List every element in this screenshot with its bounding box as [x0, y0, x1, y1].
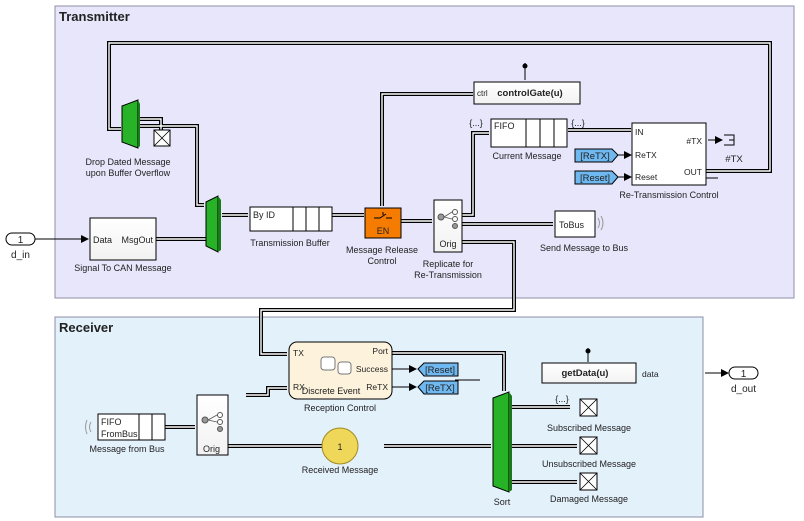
to-bus-caption: Send Message to Bus [540, 243, 629, 253]
svg-text:OUT: OUT [684, 167, 702, 177]
svg-text:data: data [642, 369, 659, 379]
signal-to-can-caption: Signal To CAN Message [74, 263, 171, 273]
svg-text:RX: RX [293, 382, 305, 392]
re-transmission-control-block[interactable]: IN ReTX Reset #TX OUT Re-Transmission Co… [619, 122, 719, 200]
svg-text:[Reset]: [Reset] [580, 173, 610, 184]
message-from-bus-caption: Message from Bus [89, 444, 165, 454]
svg-text:By ID: By ID [253, 210, 276, 220]
current-message-queue-block[interactable]: {...} FIFO {...} Current Message [469, 118, 585, 161]
svg-text:Success: Success [356, 364, 388, 374]
svg-text:[ReTX]: [ReTX] [580, 151, 610, 162]
reception-control-caption: Reception Control [304, 403, 376, 413]
transmission-buffer-block[interactable]: By ID Transmission Buffer [249, 206, 333, 248]
svg-text:Drop Dated Message: Drop Dated Message [85, 157, 170, 167]
damaged-message-terminator[interactable]: Damaged Message [550, 472, 628, 504]
received-message-caption: Received Message [302, 465, 379, 475]
get-data-function-block[interactable]: getData(u) data [541, 348, 659, 384]
svg-text:ToBus: ToBus [559, 220, 585, 230]
message-from-bus-block[interactable]: FIFO FromBus Message from Bus [85, 413, 166, 454]
reset-from-tag[interactable]: [Reset] [574, 170, 632, 185]
retx-from-tag[interactable]: [ReTX] [574, 148, 632, 163]
path-combiner-block[interactable] [205, 195, 221, 253]
svg-text:#TX: #TX [725, 154, 743, 165]
re-transmission-control-caption: Re-Transmission Control [619, 190, 718, 200]
current-message-caption: Current Message [492, 151, 561, 161]
svg-text:1: 1 [18, 235, 24, 246]
d-out-outport[interactable]: 1 d_out [728, 366, 759, 395]
current-message-out-tag: {...} [571, 118, 585, 128]
svg-text:upon Buffer Overflow: upon Buffer Overflow [86, 168, 171, 178]
svg-text:FIFO: FIFO [494, 121, 515, 131]
svg-text:controlGate(u): controlGate(u) [497, 88, 562, 99]
damaged-message-caption: Damaged Message [550, 494, 628, 504]
control-gate-function-block[interactable]: ctrl controlGate(u) [473, 63, 581, 105]
retx-goto-tag[interactable]: [ReTX] [392, 380, 459, 395]
svg-text:ctrl: ctrl [477, 89, 488, 98]
drop-dated-message-block[interactable]: Drop Dated Message upon Buffer Overflow [85, 99, 171, 178]
receiver-title: Receiver [59, 320, 113, 335]
svg-text:Reset: Reset [635, 172, 658, 182]
svg-text:Discrete Event: Discrete Event [302, 386, 361, 396]
svg-text:1: 1 [741, 369, 747, 380]
message-release-control-block[interactable]: EN Message Release Control [346, 207, 418, 266]
reset-goto-tag[interactable]: [Reset] [392, 362, 459, 377]
svg-text:FIFO: FIFO [101, 417, 122, 427]
sort-caption: Sort [494, 497, 511, 507]
svg-text:ReTX: ReTX [635, 150, 657, 160]
svg-text:[ReTX]: [ReTX] [425, 383, 455, 394]
svg-text:getData(u): getData(u) [562, 368, 609, 379]
sort-block[interactable]: Sort [492, 391, 512, 507]
tx-display-block[interactable]: #TX [708, 134, 743, 165]
svg-text:Replicate for: Replicate for [423, 259, 474, 269]
svg-text:FromBus: FromBus [101, 429, 138, 439]
svg-text:IN: IN [635, 127, 644, 137]
unsubscribed-message-caption: Unsubscribed Message [542, 459, 636, 469]
entity-terminator-drop[interactable] [153, 129, 171, 147]
svg-text:MsgOut: MsgOut [121, 235, 153, 245]
to-bus-block[interactable]: ToBus Send Message to Bus [540, 210, 629, 253]
current-message-in-tag: {...} [469, 118, 483, 128]
subscribed-message-terminator[interactable]: {...} Subscribed Message [547, 394, 631, 433]
svg-text:Orig: Orig [439, 239, 456, 249]
d-out-label: d_out [731, 384, 756, 395]
receiver-replicate-block[interactable]: Orig [196, 394, 229, 456]
subscribed-message-caption: Subscribed Message [547, 423, 631, 433]
transmitter-title: Transmitter [59, 9, 130, 24]
reception-control-chart[interactable]: TX RX Port Success ReTX Discrete Event R… [288, 341, 393, 413]
svg-text:TX: TX [293, 348, 304, 358]
d-in-inport[interactable]: 1 d_in [5, 232, 36, 261]
transmission-buffer-caption: Transmission Buffer [250, 238, 330, 248]
svg-text:Re-Transmission: Re-Transmission [414, 270, 482, 280]
svg-text:Message Release: Message Release [346, 245, 418, 255]
replicate-block[interactable]: Orig Replicate for Re-Transmission [414, 199, 482, 280]
signal-to-can-message-block[interactable]: Data MsgOut Signal To CAN Message [74, 217, 172, 273]
message-lines [107, 41, 772, 484]
d-in-label: d_in [11, 250, 30, 261]
svg-text:Control: Control [367, 256, 396, 266]
svg-text:Data: Data [93, 235, 112, 245]
svg-text:1: 1 [337, 442, 342, 452]
received-message-block[interactable]: 1 Received Message [302, 427, 379, 475]
svg-text:{...}: {...} [555, 394, 569, 404]
svg-text:ReTX: ReTX [366, 382, 388, 392]
svg-text:#TX: #TX [686, 136, 702, 146]
svg-text:[Reset]: [Reset] [425, 365, 455, 376]
svg-text:Orig: Orig [203, 444, 220, 454]
svg-text:Port: Port [372, 346, 388, 356]
svg-text:EN: EN [377, 226, 390, 236]
unsubscribed-message-terminator[interactable]: Unsubscribed Message [542, 436, 636, 469]
